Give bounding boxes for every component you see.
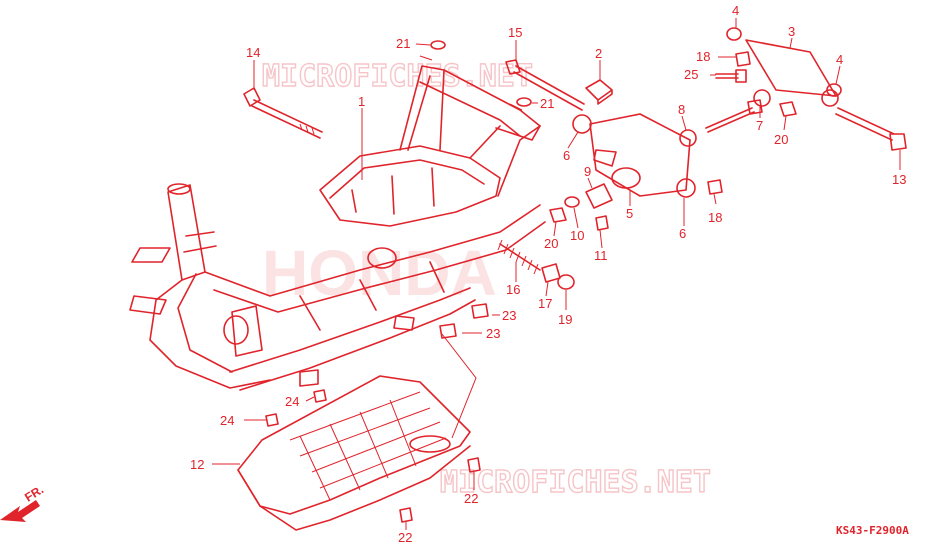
callout-10: 10 xyxy=(570,228,584,243)
floor-panel xyxy=(237,375,471,531)
callout-16: 16 xyxy=(506,282,520,297)
callout-labels: 14 1 21 15 2 21 6 8 9 10 11 20 16 17 19 … xyxy=(190,3,906,544)
callout-1: 1 xyxy=(358,94,365,109)
callout-6-right: 6 xyxy=(679,226,686,241)
callout-14: 14 xyxy=(246,45,260,60)
watermark-top: MICROFICHES.NET xyxy=(262,59,533,94)
callout-22-upper: 22 xyxy=(464,491,478,506)
front-label: FR. xyxy=(22,482,46,504)
bolt-15 xyxy=(505,59,585,111)
callout-4-right: 4 xyxy=(836,52,843,67)
bolt-14 xyxy=(243,87,323,139)
callout-7: 7 xyxy=(756,118,763,133)
panel-leader xyxy=(441,333,477,439)
callout-23-upper: 23 xyxy=(502,308,516,323)
callout-18-lower: 18 xyxy=(708,210,722,225)
washer-10 xyxy=(564,196,580,208)
callout-11: 11 xyxy=(594,248,608,263)
callout-13: 13 xyxy=(892,172,906,187)
callout-23-lower: 23 xyxy=(486,326,500,341)
nut-18-upper xyxy=(735,51,751,67)
clip-23-lower xyxy=(439,323,457,339)
callout-18-upper: 18 xyxy=(696,49,710,64)
nut-18-lower xyxy=(707,179,723,195)
bolt-11 xyxy=(595,215,609,231)
collar-4-right xyxy=(826,83,842,97)
nut-22-upper xyxy=(467,457,481,473)
callout-17: 17 xyxy=(538,296,552,311)
front-direction-indicator: FR. xyxy=(0,482,46,522)
bolt-25 xyxy=(715,69,747,83)
part-2 xyxy=(585,79,613,105)
callout-20-left: 20 xyxy=(544,236,558,251)
diagram-code: KS43-F2900A xyxy=(836,524,909,537)
callout-4-left: 4 xyxy=(732,3,739,18)
callout-19: 19 xyxy=(558,312,572,327)
collar-4-left xyxy=(726,27,742,41)
leader-lines xyxy=(212,18,901,530)
callout-22-lower: 22 xyxy=(398,530,412,544)
clip-23-upper xyxy=(471,303,489,319)
callout-15: 15 xyxy=(508,25,522,40)
callout-9: 9 xyxy=(584,164,591,179)
hanger-bracket-5 xyxy=(572,113,696,198)
watermark-bottom: MICROFICHES.NET xyxy=(440,465,711,500)
screw-24-lower xyxy=(265,413,279,427)
callout-8: 8 xyxy=(678,102,685,117)
collar-19 xyxy=(557,274,575,290)
washer-21-mid xyxy=(516,97,532,107)
callout-24-lower: 24 xyxy=(220,413,234,428)
callout-6-left: 6 xyxy=(563,148,570,163)
collar-17 xyxy=(541,263,561,283)
callout-20-right: 20 xyxy=(774,132,788,147)
nut-22-lower xyxy=(399,507,413,523)
link-3 xyxy=(745,39,839,107)
bushing-8 xyxy=(679,129,697,147)
frame-body xyxy=(129,55,546,391)
spring-16 xyxy=(497,239,541,275)
callout-24-upper: 24 xyxy=(285,394,299,409)
screw-24-upper xyxy=(313,389,327,403)
bolt-7 xyxy=(705,99,763,133)
callout-2: 2 xyxy=(595,46,602,61)
callout-21-top: 21 xyxy=(396,36,410,51)
callout-25: 25 xyxy=(684,67,698,82)
bolt-13 xyxy=(835,107,907,151)
nut-20-right xyxy=(779,101,797,117)
callout-21-mid: 21 xyxy=(540,96,554,111)
nut-20-left xyxy=(549,207,567,223)
part-9 xyxy=(585,183,613,209)
front-arrow-icon xyxy=(0,500,40,522)
callout-12: 12 xyxy=(190,457,204,472)
callout-5: 5 xyxy=(626,206,633,221)
washer-21-top xyxy=(430,40,446,50)
callout-3: 3 xyxy=(788,24,795,39)
